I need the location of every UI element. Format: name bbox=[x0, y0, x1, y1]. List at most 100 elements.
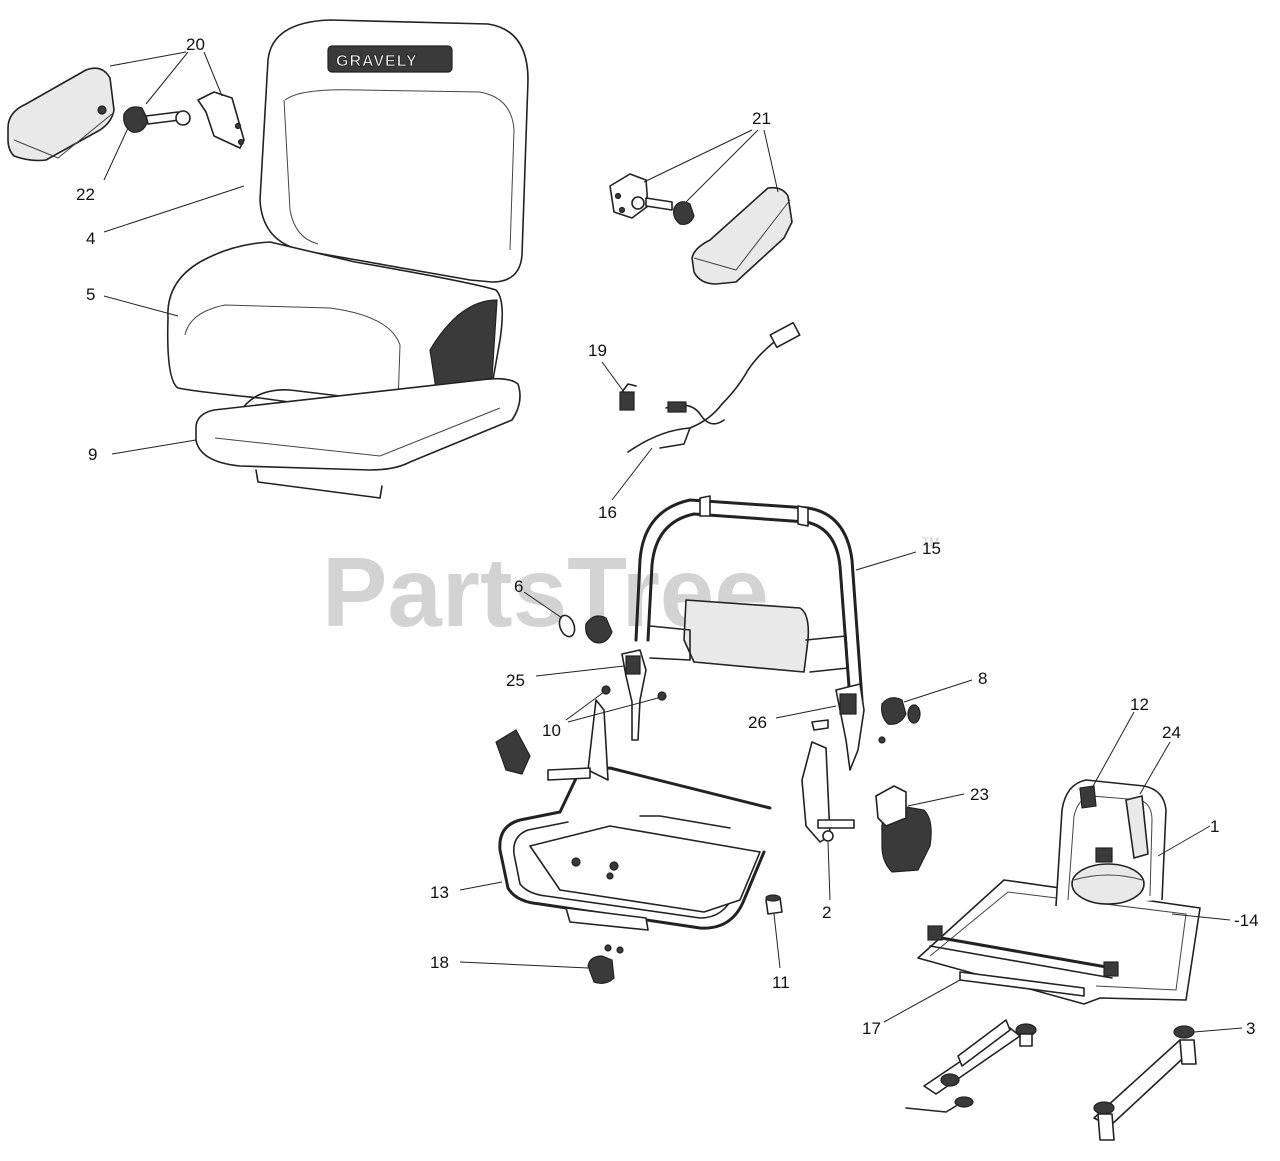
right-armrest-washer bbox=[631, 196, 645, 210]
suspension-front-block-right bbox=[1103, 961, 1119, 977]
base-frame-side-rail bbox=[639, 815, 731, 829]
partstree-watermark: PartsTree TM bbox=[322, 535, 939, 647]
left-armrest-bracket bbox=[197, 91, 245, 149]
switch-18-nut-2 bbox=[616, 946, 624, 954]
base-frame-outer-tube bbox=[498, 810, 766, 930]
harness-cable-main bbox=[627, 335, 783, 453]
seat-cushion bbox=[166, 241, 504, 421]
leader-21b bbox=[685, 129, 759, 203]
leader-14 bbox=[1171, 913, 1231, 921]
leader-8 bbox=[903, 679, 973, 703]
leader-13 bbox=[459, 881, 503, 891]
leader-2 bbox=[827, 841, 831, 901]
frame-crossmember-right bbox=[805, 635, 849, 673]
base-frame-rear-tube bbox=[558, 766, 772, 814]
switch-18 bbox=[587, 955, 615, 984]
rail-foot-1-stem bbox=[1019, 1033, 1033, 1047]
base-frame-left-upright bbox=[587, 699, 609, 781]
callout-12: 12 bbox=[1130, 695, 1149, 714]
latch-cover bbox=[875, 785, 907, 827]
bracket-hole-1 bbox=[234, 122, 242, 130]
left-armrest-pin bbox=[145, 111, 181, 125]
leader-24 bbox=[1139, 741, 1171, 795]
callout-labels: 20 22 4 5 9 21 19 16 15 6 25 10 8 26 12 … bbox=[76, 35, 1259, 1038]
seat-pan-bottom-rail bbox=[255, 469, 383, 499]
harness-cable-lead bbox=[659, 427, 691, 449]
leader-lines bbox=[103, 51, 1243, 1033]
bolt-26 bbox=[811, 719, 829, 731]
callout-9: 9 bbox=[88, 445, 97, 464]
leader-9 bbox=[111, 439, 197, 455]
rail-3-foot-bottom-stem bbox=[1097, 1113, 1115, 1141]
callout-5: 5 bbox=[86, 285, 95, 304]
snap-ring bbox=[558, 614, 576, 638]
slide-lever bbox=[905, 1105, 957, 1113]
callout-19: 19 bbox=[588, 341, 607, 360]
leader-10a bbox=[565, 691, 605, 721]
seat-switch[interactable] bbox=[619, 383, 637, 411]
switch-18-nut-1 bbox=[604, 944, 612, 952]
wire-harness[interactable] bbox=[627, 321, 801, 453]
frame-back-pad bbox=[683, 599, 810, 673]
left-pivot-knob bbox=[585, 615, 613, 644]
left-armrest-pad bbox=[7, 67, 115, 162]
slide-link bbox=[957, 1019, 1011, 1067]
leader-4 bbox=[103, 185, 245, 233]
watermark-tm: TM bbox=[922, 535, 939, 549]
right-bracket-hole-2 bbox=[618, 206, 626, 214]
nut-26 bbox=[878, 736, 886, 744]
left-armrest-assembly[interactable] bbox=[7, 67, 245, 162]
left-pivot-hardware[interactable] bbox=[557, 613, 667, 741]
suspension-rear-frame-inner bbox=[1067, 795, 1153, 901]
leader-18 bbox=[459, 961, 589, 969]
leader-21a bbox=[643, 129, 753, 183]
harness-connector bbox=[769, 321, 801, 349]
left-armrest-hole bbox=[97, 105, 107, 115]
callout-1: 1 bbox=[1210, 817, 1219, 836]
rail-3-foot-top-stem bbox=[1179, 1039, 1197, 1065]
leader-3 bbox=[1193, 1027, 1243, 1033]
leader-21c bbox=[763, 129, 779, 193]
cushion-front-seam bbox=[184, 304, 401, 406]
leader-19 bbox=[601, 361, 625, 393]
leader-25 bbox=[535, 665, 625, 677]
leader-20c bbox=[203, 51, 223, 97]
right-armrest-assembly[interactable] bbox=[609, 173, 793, 285]
small-hardware[interactable] bbox=[587, 894, 783, 984]
base-hole-2 bbox=[609, 861, 619, 871]
left-pivot-block bbox=[625, 655, 641, 675]
seat-pan-rail bbox=[214, 407, 501, 457]
rail-3-foot-top bbox=[1173, 1025, 1195, 1039]
left-armrest-top-edge bbox=[13, 113, 113, 159]
right-armrest-pin bbox=[645, 197, 673, 211]
nut-10b bbox=[657, 691, 667, 701]
right-pivot-hardware[interactable] bbox=[811, 683, 921, 771]
base-hole-3 bbox=[606, 872, 614, 880]
spacer-2 bbox=[822, 830, 834, 842]
right-armrest-knob bbox=[673, 201, 695, 225]
seat-back-frame[interactable] bbox=[634, 495, 864, 702]
callout-3: 3 bbox=[1246, 1019, 1255, 1038]
callout-8: 8 bbox=[978, 669, 987, 688]
adjuster-latch[interactable] bbox=[875, 785, 932, 873]
base-frame-inner-tube bbox=[512, 821, 753, 919]
leader-17 bbox=[883, 979, 961, 1023]
leader-1 bbox=[1157, 825, 1211, 857]
callout-24: 24 bbox=[1162, 723, 1181, 742]
seat-backrest bbox=[259, 19, 529, 283]
rear-slide-rail bbox=[923, 1027, 1021, 1095]
gravely-logo-plate bbox=[327, 45, 453, 73]
seat-base-frame[interactable] bbox=[495, 699, 855, 931]
leader-16 bbox=[611, 447, 653, 501]
right-pivot-washer bbox=[907, 704, 921, 724]
suspension-front-block-left bbox=[927, 925, 943, 941]
seat-assembly[interactable]: GRAVELY bbox=[166, 19, 529, 499]
right-armrest-pad bbox=[691, 186, 793, 285]
frame-tube-outer bbox=[634, 498, 864, 702]
callout-15: 15 bbox=[922, 539, 941, 558]
right-axle-pin bbox=[817, 819, 855, 829]
suspension-assembly[interactable] bbox=[905, 779, 1201, 1141]
callout-4: 4 bbox=[86, 229, 95, 248]
callout-13: 13 bbox=[430, 883, 449, 902]
left-armrest-knob bbox=[123, 106, 149, 133]
